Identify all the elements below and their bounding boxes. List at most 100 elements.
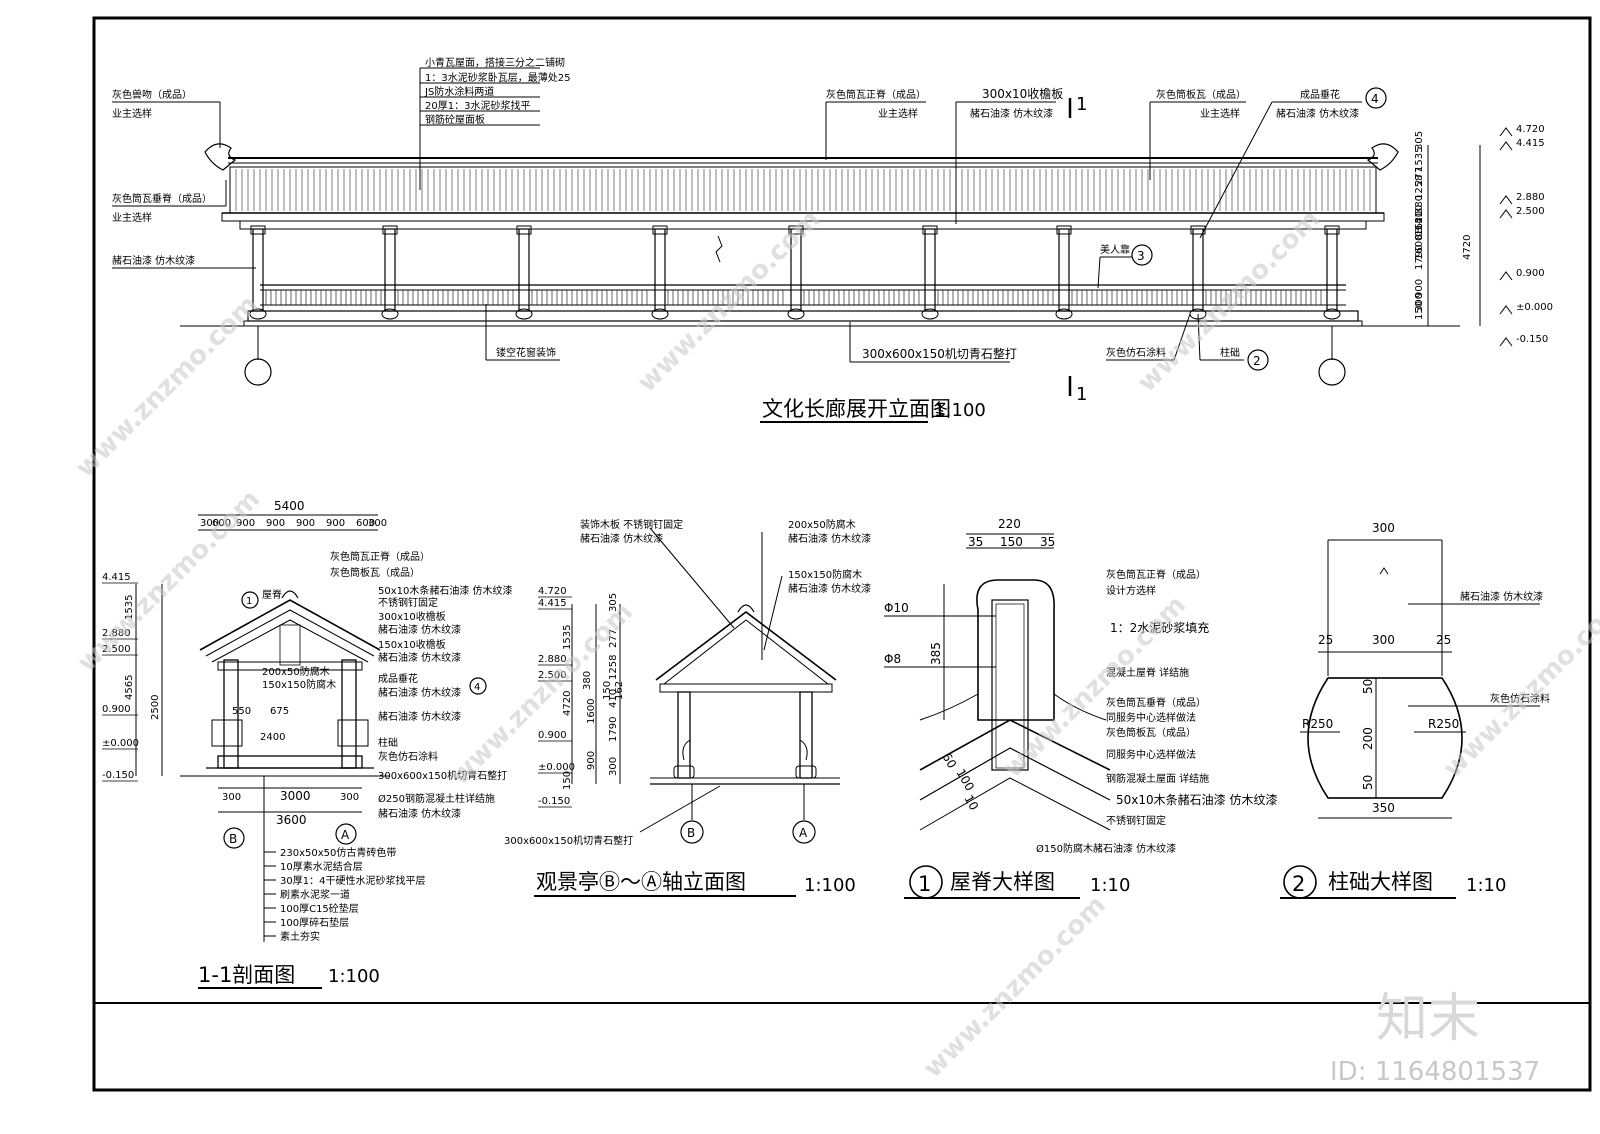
pav-axis-b-label: B bbox=[687, 826, 695, 840]
pavilion-label: 赭石油漆 仿木纹漆 bbox=[788, 532, 871, 545]
elevation-level: 0.900 bbox=[1516, 268, 1545, 279]
corridor-elevation: 1 1 小青瓦屋面，搭接三分之二铺砌 1：3水泥砂浆卧瓦层，最薄处25 JS防水… bbox=[112, 56, 1553, 423]
elevation-right-dims: 3051535277125838041015016288160017909003… bbox=[1414, 131, 1425, 320]
pavilion-dim-value: 410 bbox=[608, 689, 619, 708]
axis-bubble-right bbox=[1318, 358, 1346, 386]
ridge-label: Ø150防腐木赭石油漆 仿木纹漆 bbox=[1036, 842, 1176, 855]
roof-layer-4: 20厚1：3水泥砂浆找平 bbox=[425, 99, 530, 112]
column bbox=[790, 228, 802, 312]
base-mid-2: 300 bbox=[1372, 633, 1395, 647]
column-base bbox=[921, 308, 939, 320]
elevation-dim-value: 277 bbox=[1414, 167, 1425, 186]
pavilion-dim-value: 277 bbox=[608, 629, 619, 648]
section-right-label: 150x10收檐板 bbox=[378, 638, 446, 651]
column-capital bbox=[652, 225, 668, 235]
label-ridge-beast: 灰色兽吻（成品） bbox=[112, 88, 192, 101]
pavilion-dim-value: 305 bbox=[608, 593, 619, 612]
base-mid-1: 25 bbox=[1318, 633, 1333, 647]
pavilion-level: 4.415 bbox=[538, 598, 567, 609]
elevation-dim-value: 88 bbox=[1414, 227, 1425, 240]
floor-layer-label: 素土夯实 bbox=[280, 930, 320, 943]
ridge-label: 灰色筒瓦垂脊（成品） bbox=[1106, 696, 1206, 709]
section-inner-label-1: 200x50防腐木 bbox=[262, 665, 330, 678]
level-marker bbox=[1499, 141, 1513, 151]
section-inner-small-4: 550 bbox=[232, 706, 251, 717]
base-mid-3: 25 bbox=[1436, 633, 1451, 647]
ridge-height: 385 bbox=[929, 642, 943, 665]
roof-layer-3: JS防水涂料两道 bbox=[424, 85, 494, 98]
axis-b bbox=[223, 827, 245, 849]
elevation-level: -0.150 bbox=[1516, 334, 1548, 345]
watermark-8: www.znzmo.com bbox=[918, 890, 1112, 1084]
section-callout-1-num: 1 bbox=[246, 596, 252, 607]
ridge-title-num: 1 bbox=[918, 872, 931, 896]
pavilion-level: -0.150 bbox=[538, 796, 570, 807]
label-hip-tile-note: 业主选样 bbox=[112, 211, 152, 224]
axis-bubble-left bbox=[244, 358, 272, 386]
ridge-top-total: 220 bbox=[998, 517, 1021, 531]
section-mark-bottom: 1 bbox=[1076, 384, 1087, 405]
pavilion-level: ±0.000 bbox=[538, 762, 575, 773]
section-top-dim: 300 bbox=[368, 518, 387, 529]
pavilion-dim-value: 1535 bbox=[562, 625, 573, 650]
base-scale: 1:10 bbox=[1466, 875, 1506, 896]
ridge-label: 灰色筒板瓦（成品） bbox=[1106, 726, 1196, 739]
ridge-label: 50x10木条赭石油漆 仿木纹漆 bbox=[1116, 792, 1277, 807]
ridge-label: 设计方选样 bbox=[1106, 584, 1156, 597]
elevation-dim-value: 1600 bbox=[1414, 235, 1425, 260]
base-bottom: 350 bbox=[1372, 801, 1395, 815]
floor-layer-label: 230x50x50仿古青砖色带 bbox=[280, 846, 396, 859]
pavilion-scale: 1:100 bbox=[804, 875, 856, 896]
section-right-label: 50x10木条赭石油漆 仿木纹漆 bbox=[378, 584, 513, 597]
base-detail: 300 25 300 25 50 200 50 R250 R250 350 赭石… bbox=[1280, 521, 1550, 899]
level-marker bbox=[1499, 127, 1513, 137]
pavilion-dim-value: 162 bbox=[614, 681, 625, 700]
section-right-label: 灰色筒板瓦（成品） bbox=[330, 566, 420, 579]
roof-layer-1: 小青瓦屋面，搭接三分之二铺砌 bbox=[425, 56, 565, 69]
elevation-dim-value: 150 bbox=[1414, 211, 1425, 230]
section-top-dim: 600 bbox=[212, 518, 231, 529]
column bbox=[924, 228, 936, 312]
ridge-scale: 1:10 bbox=[1090, 875, 1130, 896]
section-bottom-dim-2: 3000 bbox=[280, 789, 311, 803]
base-height-2: 200 bbox=[1361, 727, 1375, 750]
base-height-1: 50 bbox=[1361, 679, 1375, 694]
column-base bbox=[1055, 308, 1073, 320]
pavilion-level: 2.500 bbox=[538, 670, 567, 681]
section-right-label: 不锈钢钉固定 bbox=[378, 596, 438, 609]
section-right-label: 成品垂花 bbox=[378, 672, 418, 685]
column-capital bbox=[250, 225, 266, 235]
ridge-label: 不锈钢钉固定 bbox=[1106, 814, 1166, 827]
label-stone: 300x600x150机切青石整打 bbox=[862, 346, 1017, 361]
ridge-label: 灰色筒瓦正脊（成品） bbox=[1106, 568, 1206, 581]
ridge-bar-1: Φ10 bbox=[884, 601, 909, 615]
ridge-label: 1：2水泥砂浆填充 bbox=[1110, 620, 1209, 635]
ridge-title: 屋脊大样图 bbox=[950, 870, 1055, 894]
elevation-dim-value: 300 bbox=[1414, 293, 1425, 312]
column-capital bbox=[788, 225, 804, 235]
sheet-border bbox=[92, 16, 1592, 1092]
image-id: ID: 1164801537 bbox=[1330, 1057, 1540, 1087]
elevation-total-height: 4720 bbox=[1462, 235, 1473, 260]
brand-logo-text: 知末 bbox=[1376, 989, 1480, 1049]
elevation-dim-value: 150 bbox=[1414, 301, 1425, 320]
level-marker bbox=[1499, 271, 1513, 281]
watermark-3: www.znzmo.com bbox=[1132, 204, 1326, 398]
section-top-dim: 900 bbox=[296, 518, 315, 529]
section-inner-label-3: 150x150防腐木 bbox=[262, 678, 336, 691]
ridge-top-dim-2: 150 bbox=[1000, 535, 1023, 549]
column bbox=[384, 228, 396, 312]
column-capital bbox=[516, 225, 532, 235]
label-hanging-flower: 成品垂花 bbox=[1300, 88, 1340, 101]
pav-axis-a bbox=[792, 820, 816, 844]
elevation-dim-value: 1535 bbox=[1414, 147, 1425, 172]
pav-axis-b bbox=[680, 820, 704, 844]
ridge-label: 混凝土屋脊 详结施 bbox=[1106, 666, 1189, 679]
base-title-num: 2 bbox=[1292, 872, 1305, 896]
pavilion-label: 赭石油漆 仿木纹漆 bbox=[788, 582, 871, 595]
section-top-total: 5400 bbox=[274, 499, 305, 513]
label-eave-board-paint: 赭石油漆 仿木纹漆 bbox=[970, 107, 1053, 120]
floor-layer-label: 100厚C15砼垫层 bbox=[280, 902, 359, 915]
section-top-dim: 600 bbox=[356, 518, 375, 529]
